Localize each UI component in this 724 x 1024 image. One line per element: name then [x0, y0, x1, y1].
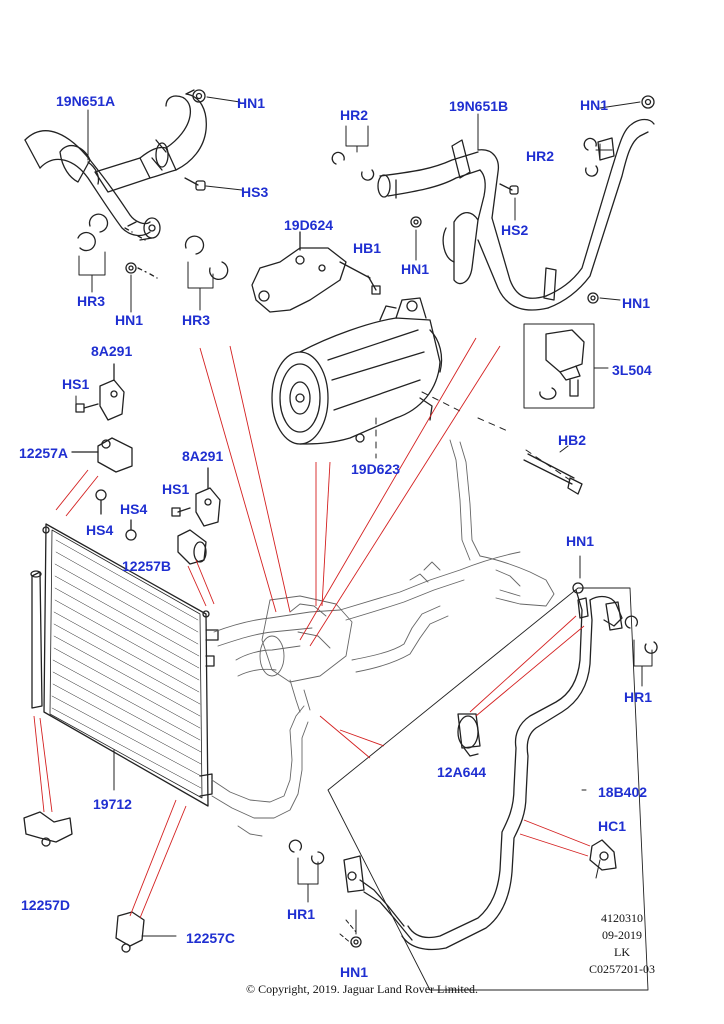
callout-hs1[interactable]: HS1	[62, 376, 90, 392]
hose-19N651A	[24, 89, 207, 241]
screw-hs4-b	[125, 519, 137, 541]
orings-hr2-right	[583, 137, 599, 177]
callout-hs1[interactable]: HS1	[162, 481, 190, 497]
callout-8A291[interactable]: 8A291	[182, 448, 224, 464]
callout-hn1[interactable]: HN1	[622, 295, 651, 311]
bolt-hb2	[523, 453, 583, 495]
nut-hn1-b	[125, 262, 137, 274]
hose-19N651B	[377, 118, 655, 311]
vehicle-assembly-overview	[211, 439, 555, 837]
callout-hb2[interactable]: HB2	[558, 432, 587, 448]
callout-hs2[interactable]: HS2	[501, 222, 529, 238]
bracket-8A291-a	[75, 363, 125, 421]
compressor-19D623	[271, 297, 443, 445]
callout-hc1[interactable]: HC1	[598, 818, 627, 834]
callout-hr3[interactable]: HR3	[182, 312, 211, 328]
callout-hr3[interactable]: HR3	[77, 293, 106, 309]
callout-8A291[interactable]: 8A291	[91, 343, 133, 359]
callout-19N651B[interactable]: 19N651B	[449, 98, 509, 114]
bracket-12257B	[177, 529, 207, 565]
orings-hr1-left	[288, 839, 325, 865]
reference-code: C0257201-03	[589, 962, 655, 976]
nut-hn1-e	[587, 292, 599, 304]
callout-12257B[interactable]: 12257B	[122, 558, 172, 574]
red-leader-lines	[33, 337, 591, 919]
bracket-19D624	[251, 231, 381, 313]
nut-hn1-c	[641, 95, 655, 109]
screw-hs4-a	[95, 489, 107, 515]
callout-hn1[interactable]: HN1	[401, 261, 430, 277]
nut-hn1-a	[192, 89, 206, 103]
callout-hr2[interactable]: HR2	[340, 107, 369, 123]
reference-initials: LK	[614, 945, 630, 959]
callout-12257A[interactable]: 12257A	[19, 445, 69, 461]
orings-hr3-right	[184, 235, 229, 280]
clip-hc1	[589, 839, 617, 871]
bracket-8A291-b	[171, 467, 221, 527]
bracket-12257A	[71, 437, 133, 473]
callout-19D624[interactable]: 19D624	[284, 217, 334, 233]
callout-19N651A[interactable]: 19N651A	[56, 93, 116, 109]
callout-19712[interactable]: 19712	[93, 796, 132, 812]
callout-19D623[interactable]: 19D623	[351, 461, 401, 477]
sensor-12A644	[457, 713, 481, 757]
screw-hs2	[499, 183, 519, 195]
nut-hn1-f	[350, 936, 362, 948]
hose-18B402	[343, 582, 623, 951]
callout-hn1[interactable]: HN1	[566, 533, 595, 549]
callout-hs3[interactable]: HS3	[241, 184, 269, 200]
switch-box-3L504	[523, 323, 609, 409]
orings-hr3-left	[77, 213, 109, 252]
bracket-12257C	[115, 911, 177, 953]
callout-hb1[interactable]: HB1	[353, 240, 382, 256]
callout-12257C[interactable]: 12257C	[186, 930, 236, 946]
callout-12257D[interactable]: 12257D	[21, 897, 71, 913]
reference-date: 09-2019	[602, 928, 642, 942]
callout-hr2[interactable]: HR2	[526, 148, 555, 164]
copyright-notice: © Copyright, 2019. Jaguar Land Rover Lim…	[245, 982, 479, 996]
callout-hn1[interactable]: HN1	[237, 95, 266, 111]
reference-number: 4120310	[601, 911, 643, 925]
callout-12A644[interactable]: 12A644	[437, 764, 487, 780]
callout-hs4[interactable]: HS4	[86, 522, 114, 538]
orings-hr1-right	[624, 615, 658, 654]
callout-hn1[interactable]: HN1	[340, 964, 369, 980]
callout-hs4[interactable]: HS4	[120, 501, 148, 517]
callout-hr1[interactable]: HR1	[624, 689, 653, 705]
condenser-19712	[30, 523, 219, 807]
screw-hs3	[184, 177, 206, 191]
callout-hn1[interactable]: HN1	[115, 312, 144, 328]
callout-hn1[interactable]: HN1	[580, 97, 609, 113]
orings-hr2-left	[331, 151, 375, 181]
nut-hn1-d	[410, 216, 422, 228]
callout-hr1[interactable]: HR1	[287, 906, 316, 922]
bracket-12257D	[23, 811, 73, 847]
callout-18B402[interactable]: 18B402	[598, 784, 648, 800]
callout-3L504[interactable]: 3L504	[612, 362, 652, 378]
